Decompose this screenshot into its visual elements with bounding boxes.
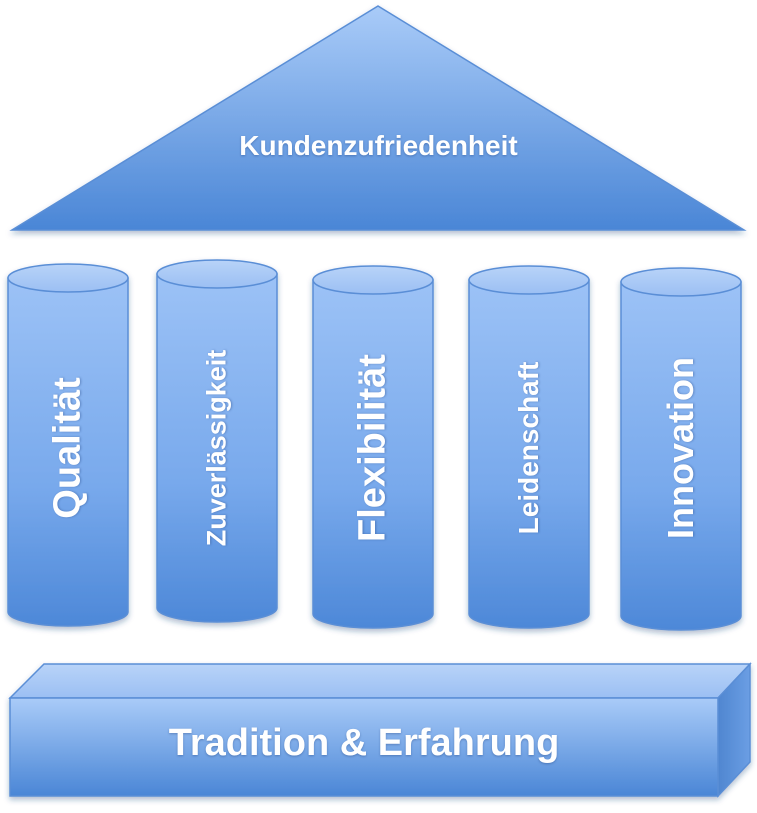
pillar-1-label: Qualität [46, 377, 89, 519]
pillar-2 [156, 259, 278, 623]
pillar-5 [620, 267, 742, 631]
pillar-1 [7, 263, 129, 627]
pillar-3-label: Flexibilität [351, 354, 394, 542]
foundation-label: Tradition & Erfahrung [168, 722, 560, 764]
foundation-block [8, 662, 752, 798]
roof-triangle [9, 5, 747, 231]
pillar-4 [468, 265, 590, 629]
roof-label: Kundenzufriedenheit [239, 130, 518, 161]
pillar-5-label: Innovation [660, 357, 701, 539]
pillar-4-label: Leidenschaft [513, 361, 544, 535]
pillar-3 [312, 265, 434, 629]
pillar-2-label: Zuverlässigkeit [201, 349, 232, 547]
